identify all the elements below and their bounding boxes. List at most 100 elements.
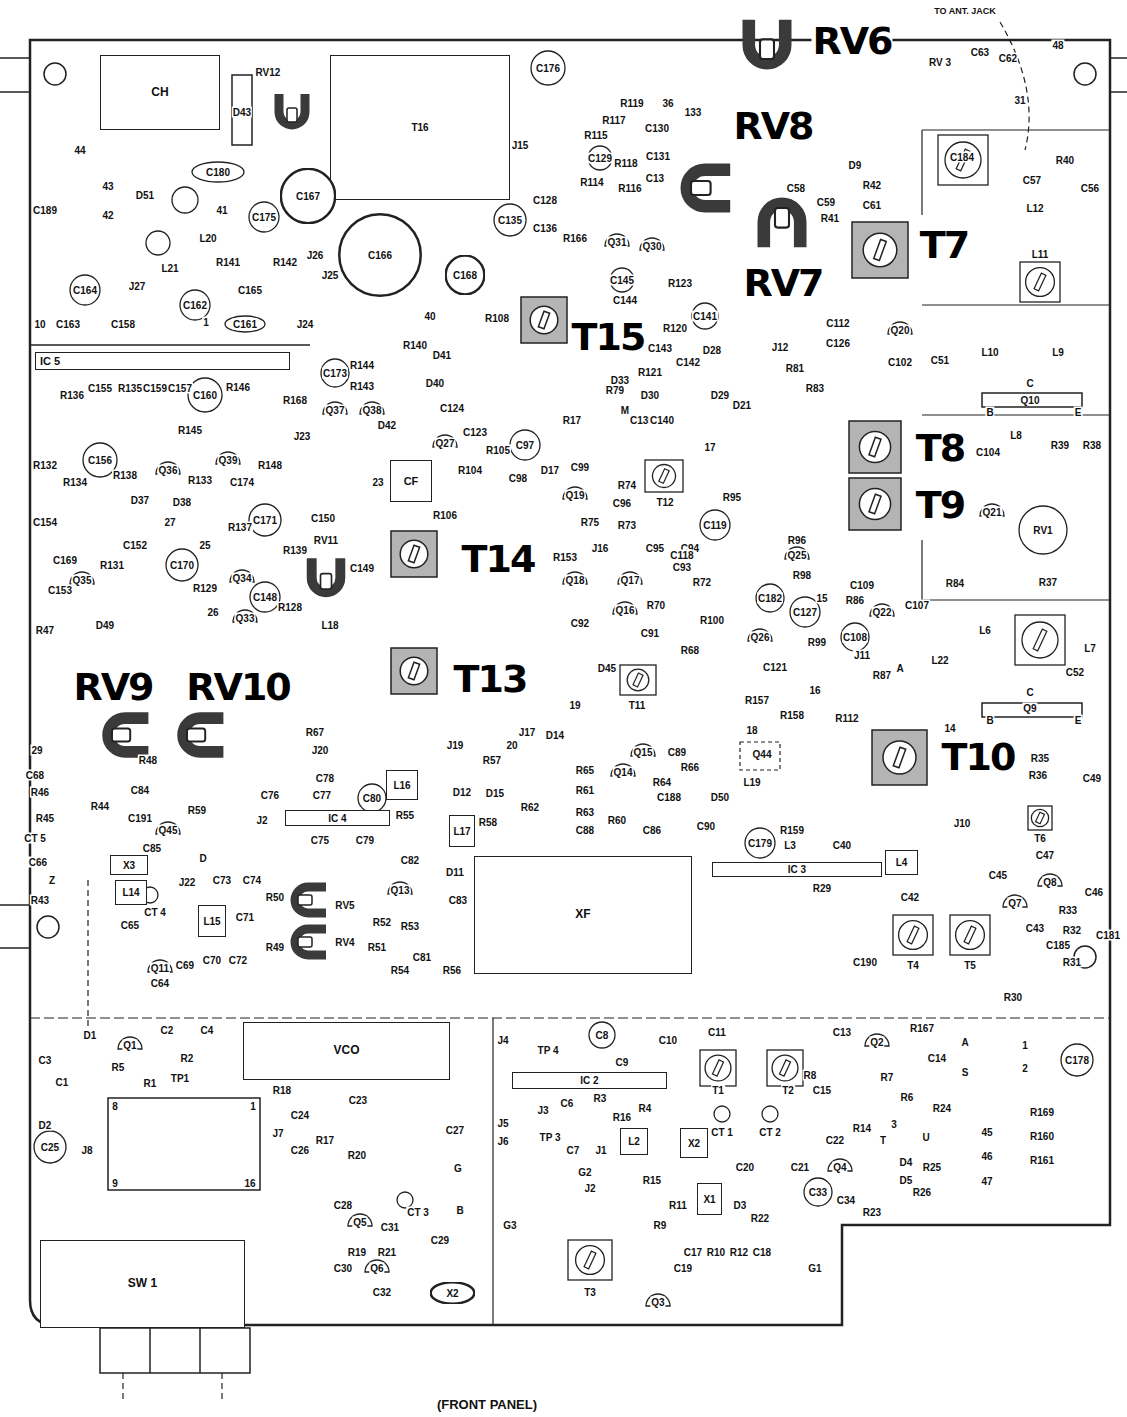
part-label: C160 (192, 390, 218, 401)
part-label: G (453, 1163, 463, 1174)
power-transistor (982, 703, 1082, 717)
part-label: D29 (710, 390, 730, 401)
pot-body (279, 94, 305, 125)
part-label: C189 (32, 205, 58, 216)
part-label: G1 (807, 1263, 822, 1274)
component-box: CH (100, 55, 220, 130)
part-label: R30 (1003, 992, 1023, 1003)
coil-can (391, 531, 437, 577)
part-label: C19 (673, 1263, 693, 1274)
component-label: CH (151, 86, 168, 99)
part-label: R142 (272, 257, 298, 268)
part-label: R137 (227, 522, 253, 533)
component-box: L17 (449, 815, 475, 847)
part-label: TP 3 (539, 1132, 562, 1143)
part-label: C34 (836, 1195, 856, 1206)
trimmer-coil (1020, 262, 1060, 302)
trimmer-coil (893, 915, 933, 955)
part-label: D42 (377, 420, 397, 431)
part-label: C32 (372, 1287, 392, 1298)
coil-core (576, 1246, 605, 1275)
part-label: R146 (225, 382, 251, 393)
part-label: C96 (612, 498, 632, 509)
part-label: L8 (1009, 430, 1023, 441)
part-label: R17 (562, 415, 582, 426)
part-label: C81 (412, 952, 432, 963)
part-label: R33 (1058, 905, 1078, 916)
part-label: C129 (587, 153, 613, 164)
part-label: 15 (815, 593, 828, 604)
part-label: RV12 (255, 67, 282, 78)
part-label: E (1074, 715, 1083, 726)
switch-legs (221, 1373, 222, 1400)
part-label: R81 (785, 363, 805, 374)
part-label: R5 (111, 1062, 126, 1073)
coil-core (400, 540, 428, 568)
part-label: C121 (762, 662, 788, 673)
part-label: C63 (970, 47, 990, 58)
capacitor-outline (589, 1022, 615, 1048)
part-label: R32 (1062, 925, 1082, 936)
part-label: Q22 (872, 607, 893, 618)
part-label: Q33 (235, 613, 256, 624)
part-label: R60 (607, 815, 627, 826)
part-label: R52 (372, 917, 392, 928)
part-label: C182 (757, 593, 783, 604)
part-label: D5 (899, 1175, 914, 1186)
part-label: J7 (271, 1128, 284, 1139)
part-label: C43 (1025, 923, 1045, 934)
capacitor-outline (762, 1106, 778, 1122)
part-label: R108 (484, 313, 510, 324)
part-label: R43 (30, 895, 50, 906)
part-label: C156 (87, 455, 113, 466)
part-label: Q14 (613, 767, 634, 778)
capacitor-outline (700, 510, 730, 540)
part-label: R42 (862, 180, 882, 191)
pot-body (687, 170, 730, 206)
component-box: SW 1 (40, 1240, 245, 1328)
part-label: R55 (395, 810, 415, 821)
component-box: X3 (110, 855, 148, 875)
part-label: R19 (347, 1247, 367, 1258)
part-label: C184 (949, 152, 975, 163)
part-label: R41 (820, 213, 840, 224)
part-label: R63 (575, 807, 595, 818)
part-label: C24 (290, 1110, 310, 1121)
component-label: L14 (122, 887, 139, 898)
part-label: L22 (930, 655, 949, 666)
part-label: C176 (535, 63, 561, 74)
part-label: Q20 (890, 325, 911, 336)
part-label: C107 (904, 600, 930, 611)
part-label: 17 (703, 442, 716, 453)
part-label: R105 (485, 445, 511, 456)
trimmer-pot (312, 558, 341, 592)
part-label: C25 (40, 1142, 60, 1153)
capacitor-outline (804, 1178, 832, 1206)
capacitor-outline (610, 268, 634, 292)
part-label: R140 (402, 340, 428, 351)
part-label: R117 (601, 115, 626, 126)
part-label: B (455, 1205, 464, 1216)
part-label: Q17 (620, 575, 641, 586)
part-label: C61 (862, 200, 882, 211)
part-label: A (960, 1037, 969, 1048)
core-slot (633, 673, 643, 687)
pot-wiper (112, 729, 130, 742)
part-label: Q45 (158, 825, 179, 836)
part-label: RV1 (1032, 525, 1053, 536)
core-slot (874, 240, 887, 261)
part-label: R36 (1028, 770, 1048, 781)
part-label: R157 (744, 695, 770, 706)
trimmer-coil (645, 460, 683, 492)
part-label: L3 (783, 840, 797, 851)
adjustment-callout: T9 (915, 485, 965, 527)
part-label: 133 (684, 107, 703, 118)
part-label: C27 (445, 1125, 465, 1136)
component-box: T16 (330, 55, 510, 200)
part-label: Q8 (1042, 877, 1057, 888)
component-box: L4 (885, 850, 918, 875)
part-label: L19 (742, 777, 761, 788)
part-label: J25 (321, 270, 340, 281)
part-label: R161 (1029, 1155, 1055, 1166)
component-box: IC 2 (512, 1072, 667, 1089)
